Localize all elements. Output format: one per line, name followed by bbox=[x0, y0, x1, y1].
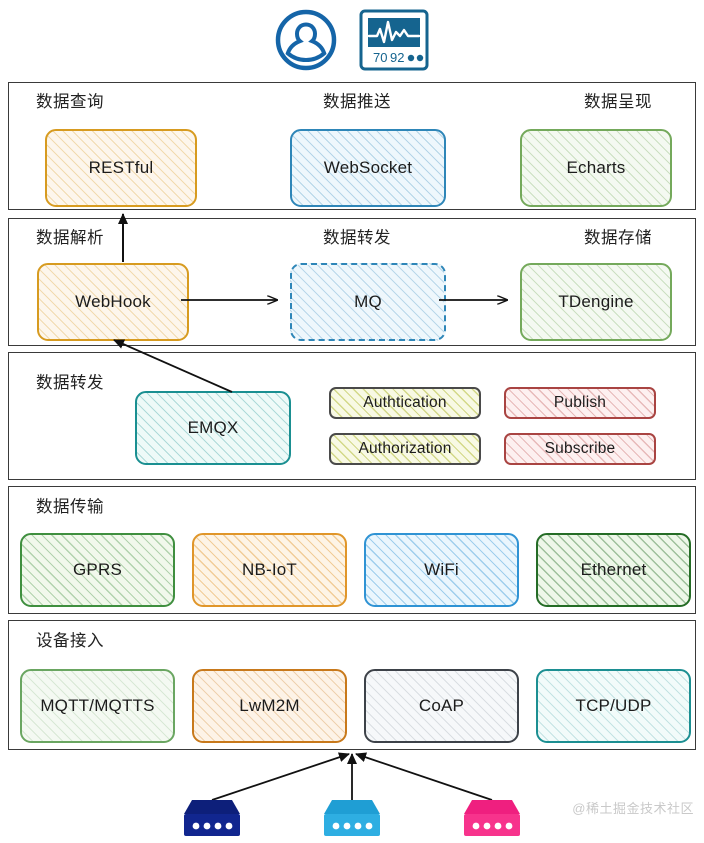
watermark: @稀土掘金技术社区 bbox=[572, 801, 694, 816]
node-mq[interactable]: MQ bbox=[290, 263, 446, 341]
node-echarts-label: Echarts bbox=[566, 158, 626, 177]
node-nbiot[interactable]: NB-IoT bbox=[192, 533, 347, 607]
node-gprs[interactable]: GPRS bbox=[20, 533, 175, 607]
monitor-indicator-dot-2 bbox=[416, 54, 424, 62]
node-publish-label: Publish bbox=[553, 394, 607, 411]
layer-label-data-forwarding: 数据转发 bbox=[36, 374, 104, 392]
monitor-reading-2: 92 bbox=[390, 50, 404, 65]
layer-label-data-presentation: 数据呈现 bbox=[584, 93, 652, 111]
node-emqx-label: EMQX bbox=[187, 418, 239, 437]
node-ethernet-label: Ethernet bbox=[580, 560, 647, 579]
node-coap-label: CoAP bbox=[418, 696, 465, 715]
device-icon-3 bbox=[464, 800, 520, 836]
layer-label-device-access: 设备接入 bbox=[36, 632, 104, 650]
node-wifi[interactable]: WiFi bbox=[364, 533, 519, 607]
device-icon-1 bbox=[184, 800, 240, 836]
node-mqtt-label: MQTT/MQTTS bbox=[40, 696, 155, 715]
node-mqtt[interactable]: MQTT/MQTTS bbox=[20, 669, 175, 743]
node-tcpudp[interactable]: TCP/UDP bbox=[536, 669, 691, 743]
node-tdengine[interactable]: TDengine bbox=[520, 263, 672, 341]
broker-layer: 数据转发 EMQX Authtication Authorization Pub… bbox=[8, 352, 696, 480]
layer-label-data-forwarding-2: 数据转发 bbox=[323, 229, 391, 247]
node-restful-label: RESTful bbox=[88, 158, 154, 177]
device-access-layer: 设备接入 MQTT/MQTTS LwM2M CoAP TCP/UDP bbox=[8, 620, 696, 750]
node-emqx[interactable]: EMQX bbox=[135, 391, 291, 465]
node-websocket[interactable]: WebSocket bbox=[290, 129, 446, 207]
vital-signs-monitor-icon: 70 92 bbox=[359, 9, 429, 71]
transmission-layer: 数据传输 GPRS NB-IoT WiFi Ethernet bbox=[8, 486, 696, 614]
node-subscribe[interactable]: Subscribe bbox=[504, 433, 656, 465]
node-restful[interactable]: RESTful bbox=[45, 129, 197, 207]
node-lwm2m-label: LwM2M bbox=[239, 696, 300, 715]
client-icons-row: 70 92 bbox=[0, 4, 704, 76]
processing-layer: 数据解析 数据转发 数据存储 WebHook MQ TDengine bbox=[8, 218, 696, 346]
node-publish[interactable]: Publish bbox=[504, 387, 656, 419]
node-ethernet[interactable]: Ethernet bbox=[536, 533, 691, 607]
monitor-reading-1: 70 bbox=[373, 50, 387, 65]
monitor-indicator-dot-1 bbox=[407, 54, 415, 62]
node-lwm2m[interactable]: LwM2M bbox=[192, 669, 347, 743]
node-wifi-label: WiFi bbox=[424, 560, 459, 579]
node-tdengine-label: TDengine bbox=[558, 292, 634, 311]
layer-label-data-push: 数据推送 bbox=[323, 93, 391, 111]
node-echarts[interactable]: Echarts bbox=[520, 129, 672, 207]
node-authtication[interactable]: Authtication bbox=[329, 387, 481, 419]
layer-label-data-storage: 数据存储 bbox=[584, 229, 652, 247]
node-tcpudp-label: TCP/UDP bbox=[575, 696, 652, 715]
layer-label-data-parsing: 数据解析 bbox=[36, 229, 104, 247]
node-authorization[interactable]: Authorization bbox=[329, 433, 481, 465]
node-coap[interactable]: CoAP bbox=[364, 669, 519, 743]
layer-label-data-transmission: 数据传输 bbox=[36, 498, 104, 516]
application-layer: 数据查询 数据推送 数据呈现 RESTful WebSocket Echarts bbox=[8, 82, 696, 210]
node-websocket-label: WebSocket bbox=[323, 158, 413, 177]
node-webhook-label: WebHook bbox=[75, 292, 151, 311]
device-icon-2 bbox=[324, 800, 380, 836]
layer-label-data-query: 数据查询 bbox=[36, 93, 104, 111]
node-mq-label: MQ bbox=[354, 292, 382, 311]
node-subscribe-label: Subscribe bbox=[544, 440, 616, 457]
arrow-device3-to-access bbox=[355, 752, 493, 801]
node-gprs-label: GPRS bbox=[73, 560, 122, 579]
user-avatar-icon bbox=[275, 9, 337, 71]
node-authorization-label: Authorization bbox=[358, 440, 452, 457]
node-nbiot-label: NB-IoT bbox=[241, 560, 298, 579]
arrow-device1-to-access bbox=[211, 752, 350, 801]
node-webhook[interactable]: WebHook bbox=[37, 263, 189, 341]
node-authtication-label: Authtication bbox=[363, 394, 447, 411]
